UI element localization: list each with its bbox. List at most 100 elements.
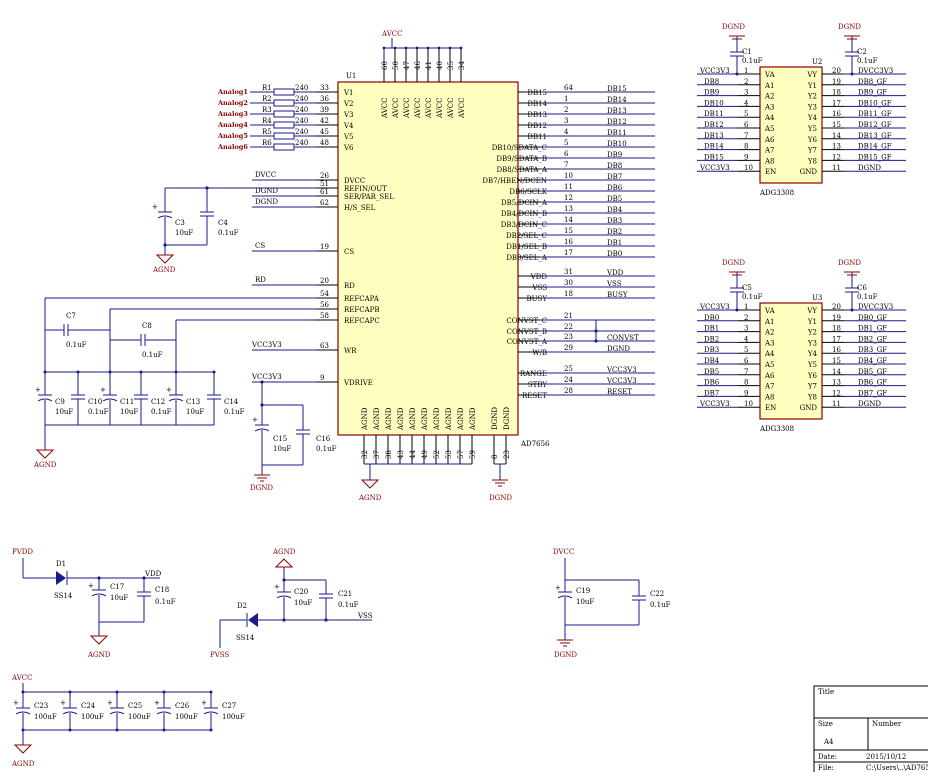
- svg-text:+: +: [107, 699, 113, 707]
- c22-ref: C22: [650, 590, 664, 598]
- vdd-label: VDD: [144, 570, 162, 578]
- u1-right-net: VCC3V3: [606, 366, 637, 374]
- pvdd-label: PVDD: [12, 548, 33, 556]
- u3-right-pin-name: Y7: [807, 383, 817, 391]
- u1-left-pin-name: V6: [343, 144, 354, 152]
- convst-tie: [594, 320, 598, 343]
- u2-right-pin-name: Y4: [807, 114, 818, 122]
- file-value: C:\Users\..\AD765: [866, 764, 928, 772]
- d2-part: SS14: [236, 634, 255, 642]
- u1-left-pin-name: VDRIVE: [343, 379, 373, 387]
- d1-part: SS14: [54, 592, 73, 600]
- u1-ground-pins: 32AGND37AGND38AGND43AGND44AGND49AGND52AG…: [361, 407, 511, 464]
- u1-right-pin-name: DB9/SDATA_B: [496, 155, 547, 163]
- u1-right-net: VSS: [606, 280, 622, 288]
- date-label: Date:: [818, 753, 837, 761]
- svg-text:+: +: [100, 386, 106, 394]
- c4-value: 0.1uF: [218, 229, 239, 237]
- u2-left-net: VCC3V3: [699, 67, 730, 75]
- u3-body: [759, 302, 823, 420]
- u2-left-pin-name: VA: [764, 71, 776, 79]
- u1-left-pin-name: SER/PAR_SEL: [344, 193, 394, 201]
- u3-left-pin-num: 8: [744, 379, 748, 387]
- u1-avcc-pin-num: 40: [436, 61, 444, 70]
- u3-left-pin-name: VA: [764, 307, 776, 315]
- net-vcc-vdrive: VCC3V3: [251, 373, 282, 381]
- u1-right-pin-num: 28: [564, 387, 573, 395]
- u2-left-net: DB11: [704, 110, 724, 118]
- u1-right-net: DB13: [607, 107, 627, 115]
- d2-diode-symbol: [248, 613, 258, 627]
- u1-right-net: BUSY: [607, 291, 628, 299]
- cap-value: 0.1uF: [742, 57, 763, 65]
- pvss-label: PVSS: [210, 651, 229, 659]
- u3-gnd_right-label: DGND: [838, 259, 861, 267]
- svg-text:+: +: [252, 416, 258, 424]
- u3-right-pin-name: Y1: [807, 318, 817, 326]
- cap-ref: C26: [175, 702, 190, 710]
- net-dgnd-ser: DGND: [255, 187, 278, 195]
- analog-input-label: Analog3: [217, 110, 248, 118]
- resistor-value: 240: [295, 117, 308, 125]
- svg-text:+: +: [60, 699, 66, 707]
- u1-agnd-pin-name: AGND: [421, 407, 429, 431]
- title-label: Title: [818, 688, 834, 696]
- u1-left-pin-num: 62: [320, 199, 329, 207]
- u2-right-pin-num: 17: [832, 99, 841, 107]
- u3-left-net: DB6: [704, 379, 720, 387]
- u1-right-pin-num: 2: [564, 106, 568, 114]
- u2-right-pin-name: Y3: [807, 103, 817, 111]
- u2-left-pin-name: A8: [764, 157, 775, 165]
- cap-value: 100uF: [81, 713, 104, 721]
- u2-left-pin-num: 5: [744, 110, 748, 118]
- u2-part: ADG3308: [759, 189, 794, 197]
- u1-right-net: DB5: [607, 195, 622, 203]
- u1-agnd-pin-num: 37: [373, 450, 381, 459]
- u1-right-net: DB6: [607, 184, 623, 192]
- u1-right-pin-name: DB15: [527, 89, 547, 97]
- u1-right-pin-num: 15: [564, 227, 573, 235]
- svg-text:+: +: [166, 386, 172, 394]
- u3-right-pin-num: 20: [832, 303, 841, 311]
- c19-ref: C19: [576, 587, 590, 595]
- cap-ref: C14: [224, 398, 239, 406]
- u1-right-net: CONVST: [607, 334, 639, 342]
- u1-avcc-pin-name: AVCC: [403, 98, 411, 119]
- u1-dgnd-pin-num: 23: [503, 450, 511, 459]
- u1-agnd-pin-num: 52: [433, 450, 441, 459]
- u3-right-pin-name: GND: [800, 404, 818, 412]
- u1-left-pin-name: REFCAPB: [344, 306, 380, 314]
- u1-left-pin-num: 58: [320, 312, 329, 320]
- net-dvcc: DVCC: [255, 171, 276, 179]
- u3-right-pin-name: Y6: [807, 372, 818, 380]
- net-vcc-wr: VCC3V3: [251, 341, 282, 349]
- u2-gnd_left-label: DGND: [722, 23, 745, 31]
- u1-left-pin-name: RD: [344, 282, 355, 290]
- c18-ref: C18: [155, 586, 169, 594]
- u3-left-net: DB7: [704, 389, 719, 397]
- c8-value: 0.1uF: [142, 351, 163, 359]
- u1-left-pin-num: 51: [320, 180, 329, 188]
- dvcc-label: DVCC: [553, 548, 574, 556]
- u3-left-pin-name: EN: [765, 404, 776, 412]
- u1-right-pin-num: 11: [564, 183, 573, 191]
- cap-value: 0.1uF: [742, 293, 763, 301]
- u3-left-pin-num: 1: [744, 303, 748, 311]
- agnd-symbol: [155, 254, 175, 264]
- u1-right-pin-num: 24: [564, 376, 573, 384]
- cap-value: 10uF: [186, 408, 204, 416]
- u3-left-net: DB2: [704, 335, 719, 343]
- c17-value: 10uF: [110, 594, 128, 602]
- u1-right-net: DB3: [607, 217, 622, 225]
- svg-text:+: +: [152, 203, 158, 211]
- u1-right-net: RESET: [607, 388, 632, 396]
- dvcc-decoupling: DVCC DGND + C19 10uF C22 0.1uF: [553, 548, 671, 659]
- u1-right-pin-name: STBY: [528, 381, 547, 389]
- u1-left-pin-name: V4: [343, 122, 354, 130]
- c16-value: 0.1uF: [316, 445, 337, 453]
- u1-right-pin-name: DB4/DCIN_B: [501, 210, 547, 218]
- u1-right-pin-num: 10: [564, 172, 573, 180]
- avcc-top-label: AVCC: [381, 30, 402, 38]
- u1-right-net: VCC3V3: [606, 377, 637, 385]
